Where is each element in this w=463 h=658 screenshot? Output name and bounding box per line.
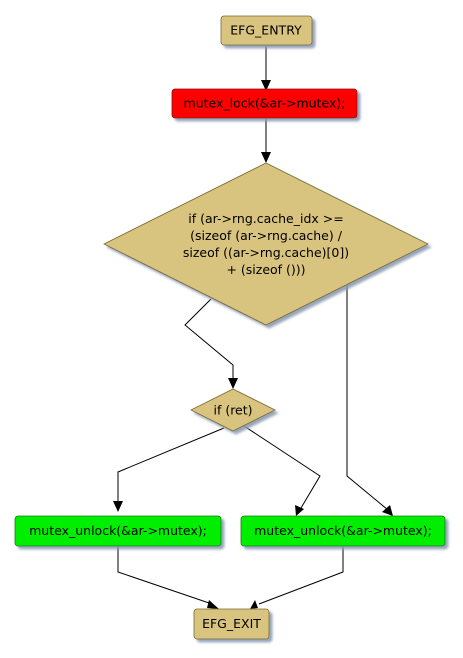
edge-check-to-unlock-right	[346, 284, 389, 511]
exit-node-label: EFG_EXIT	[202, 616, 261, 631]
unlock-left-node-box	[14, 515, 222, 547]
cache-check-line-4: + (sizeof ()))	[226, 262, 305, 277]
edge-unlock-right-to-exit	[258, 546, 344, 605]
unlock-right-node-box	[240, 515, 446, 547]
exit-node[interactable]: EFG_EXIT	[193, 608, 270, 640]
edge-ret-to-unlock-left	[117, 427, 225, 505]
entry-node-box	[220, 15, 313, 46]
mutex-lock-node[interactable]: mutex_lock(&ar->mutex);	[171, 88, 358, 119]
unlock-right-node[interactable]: mutex_unlock(&ar->mutex);	[240, 515, 446, 547]
ret-check-label: if (ret)	[213, 403, 252, 418]
arrowhead	[261, 152, 271, 163]
mutex-lock-node-box	[171, 88, 358, 119]
arrowhead	[228, 378, 238, 389]
cache-check-line-1: if (ar->rng.cache_idx >=	[188, 211, 343, 226]
ret-check-node[interactable]: if (ret)	[190, 388, 276, 432]
edge-check-to-ret	[184, 298, 234, 382]
edge-unlock-left-to-exit	[117, 546, 213, 605]
ret-check-diamond	[190, 388, 276, 432]
entry-node-label: EFG_ENTRY	[230, 23, 302, 38]
arrowhead	[261, 80, 271, 91]
arrowhead	[113, 501, 123, 512]
unlock-left-node[interactable]: mutex_unlock(&ar->mutex);	[14, 515, 222, 547]
unlock-right-node-label: mutex_unlock(&ar->mutex);	[254, 523, 432, 538]
edges	[113, 46, 393, 609]
arrowhead	[207, 600, 219, 609]
arrowhead	[250, 600, 258, 609]
cache-check-line-2: (sizeof (ar->rng.cache) /	[190, 228, 343, 243]
cache-check-diamond	[103, 162, 429, 326]
entry-node[interactable]: EFG_ENTRY	[220, 15, 313, 46]
mutex-lock-node-label: mutex_lock(&ar->mutex);	[184, 96, 346, 111]
exit-node-box	[193, 608, 270, 640]
unlock-left-node-label: mutex_unlock(&ar->mutex);	[29, 523, 207, 538]
cache-check-line-3: sizeof ((ar->rng.cache)[0])	[183, 245, 349, 260]
arrowhead	[295, 505, 304, 516]
arrowhead	[382, 505, 393, 516]
edge-ret-to-unlock-right	[243, 425, 321, 509]
cache-check-node[interactable]: if (ar->rng.cache_idx >= (sizeof (ar->rn…	[103, 162, 429, 326]
